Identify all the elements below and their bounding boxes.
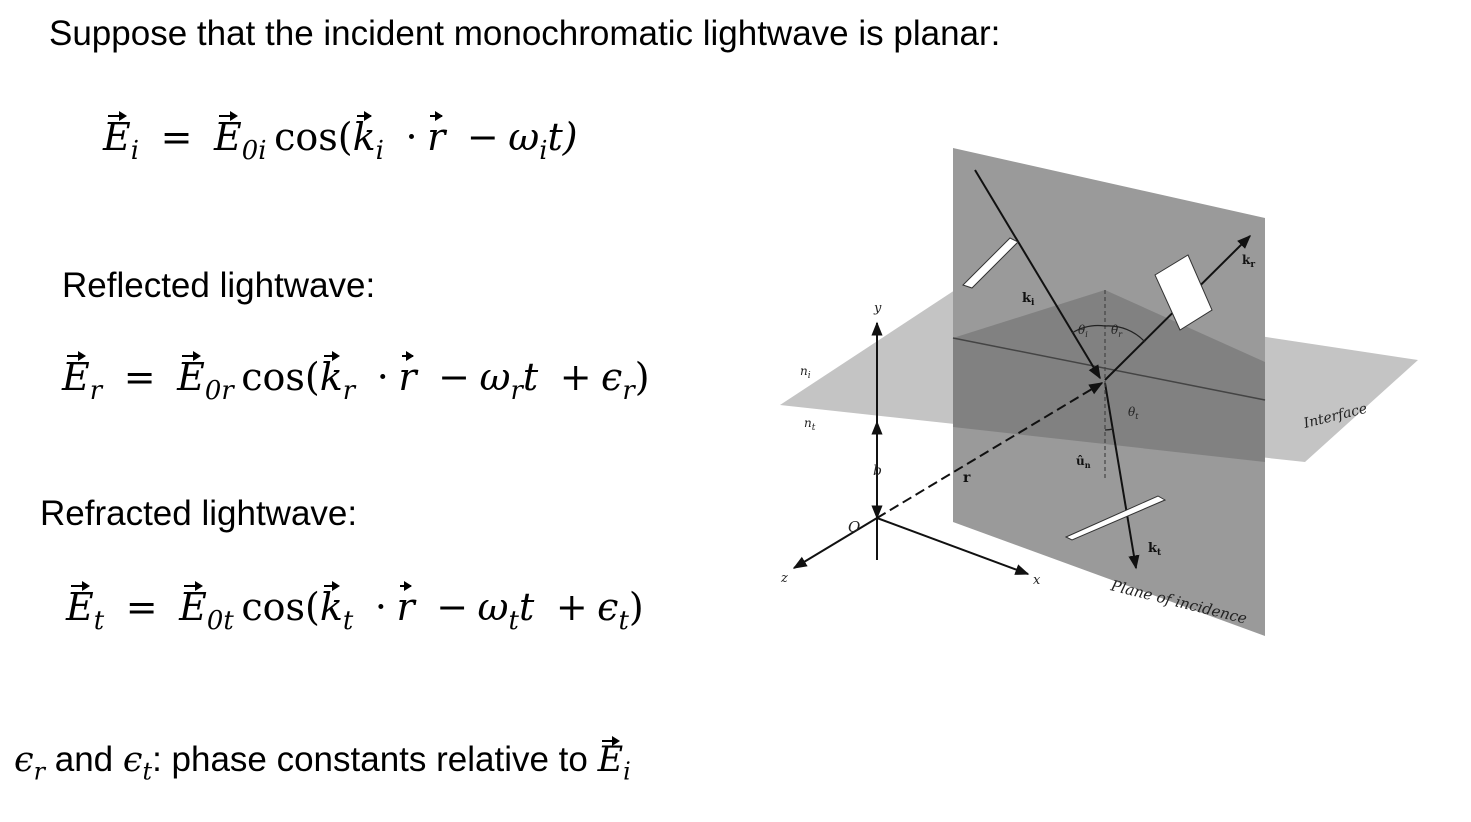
z-axis bbox=[792, 517, 878, 569]
label-kr: kr bbox=[1242, 253, 1255, 270]
theta-i-arc bbox=[1071, 324, 1106, 334]
incident-wavefront bbox=[962, 237, 1019, 289]
label-ni: ni bbox=[800, 364, 811, 381]
label-x: x bbox=[1033, 573, 1041, 588]
theta-t-arc bbox=[1104, 428, 1114, 431]
label-r: r bbox=[963, 470, 971, 486]
reflected-wavefront bbox=[1154, 254, 1213, 331]
reflected-label: Reflected lightwave: bbox=[62, 266, 376, 305]
label-b: b bbox=[873, 463, 882, 479]
label-y: y bbox=[873, 301, 882, 316]
vector-e: E bbox=[103, 111, 131, 159]
refracted-label: Refracted lightwave: bbox=[40, 494, 358, 533]
label-theta-r: θr bbox=[1111, 323, 1123, 339]
incident-ray bbox=[974, 169, 1101, 380]
label-nt: nt bbox=[804, 416, 816, 433]
theta-r-arc bbox=[1104, 325, 1146, 343]
plane-of-incidence-diagram: y x z O b ni nt r ki kr kt θi θr θt ûn I… bbox=[780, 148, 1418, 636]
label-kt: kt bbox=[1148, 541, 1162, 558]
label-origin: O bbox=[848, 518, 860, 536]
interface-line bbox=[952, 337, 1266, 401]
label-ki: ki bbox=[1022, 291, 1035, 308]
label-z: z bbox=[780, 571, 788, 586]
label-un: ûn bbox=[1076, 454, 1091, 470]
label-theta-i: θi bbox=[1078, 323, 1088, 339]
label-theta-t: θt bbox=[1128, 405, 1139, 421]
x-axis bbox=[876, 517, 1030, 575]
intro-text: Suppose that the incident monochromatic … bbox=[49, 14, 1001, 53]
transmitted-wavefront bbox=[1064, 495, 1167, 541]
position-vector-r bbox=[876, 382, 1104, 519]
phase-note: ϵr and ϵt: phase constants relative to E… bbox=[14, 736, 631, 786]
transmitted-ray bbox=[1104, 382, 1140, 570]
